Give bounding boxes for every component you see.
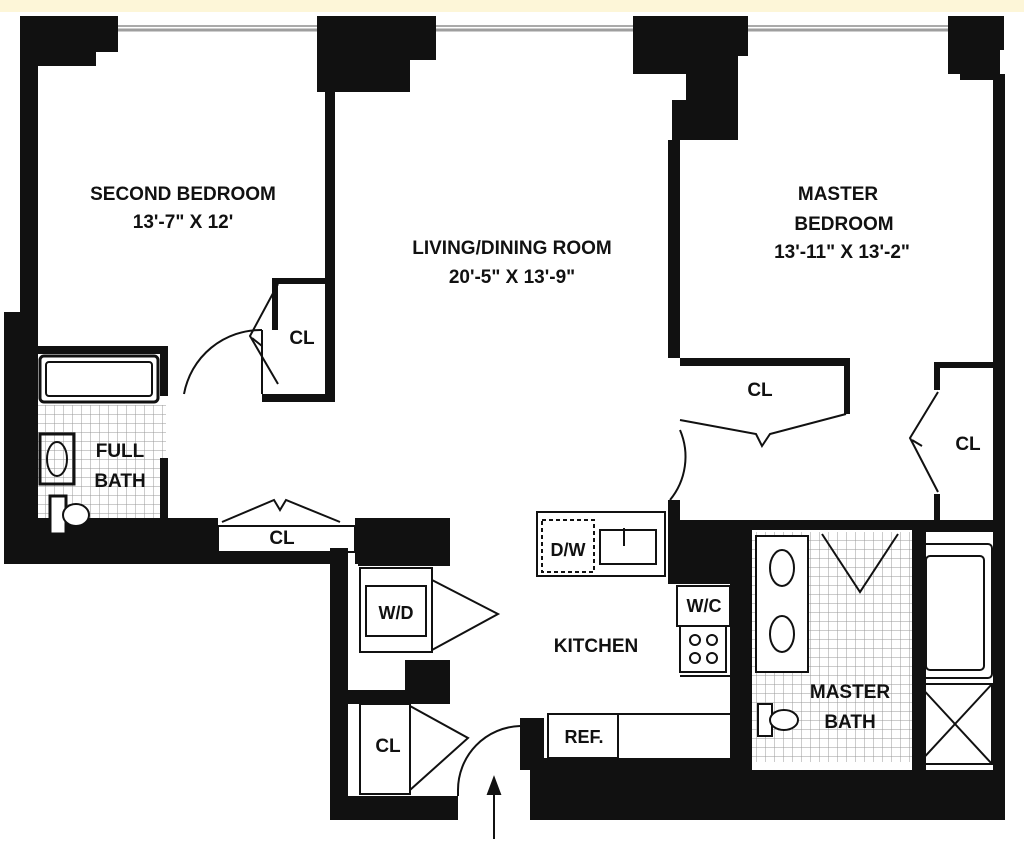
fixtures [38, 283, 993, 796]
closet-label-master-side: CL [955, 434, 981, 455]
pier-4 [948, 16, 1004, 80]
master-bedroom-dimensions: 13'-11" X 13'-2" [774, 242, 910, 263]
master-bath-label-2: BATH [824, 712, 875, 733]
hall-closet [217, 525, 356, 553]
master-bedroom-label-2: BEDROOM [794, 214, 893, 235]
living-dining-label: LIVING/DINING ROOM [412, 238, 612, 259]
master-shower [917, 683, 993, 765]
master-bedroom-door [669, 429, 687, 501]
second-bedroom-dimensions: 13'-7" X 12' [133, 212, 233, 233]
lower-closet [359, 703, 411, 795]
living-dining-dimensions: 20'-5" X 13'-9" [449, 267, 575, 288]
walls [4, 16, 1005, 820]
refrigerator [547, 713, 619, 759]
full-bath-label-2: BATH [94, 471, 145, 492]
entry-arrow [486, 775, 502, 839]
master-side-closet-door [908, 391, 939, 493]
wall-cabinet-label: W/C [687, 596, 722, 616]
dishwasher-counter [536, 511, 666, 577]
closet-label-hall: CL [269, 528, 295, 549]
room-labels: SECOND BEDROOM 13'-7" X 12' LIVING/DININ… [90, 184, 981, 757]
dishwasher-label: D/W [551, 540, 586, 560]
pier-2 [317, 16, 436, 92]
closet-label-entry: CL [375, 736, 401, 757]
master-bedroom-label-1: MASTER [798, 184, 879, 205]
pier-3 [633, 16, 748, 140]
master-bath-vanity [755, 535, 809, 673]
closet-label-second-bedroom: CL [289, 328, 315, 349]
full-bath-sink [38, 432, 76, 486]
closet-label-master: CL [747, 380, 773, 401]
top-band [0, 0, 1024, 12]
master-bath-tub [917, 543, 993, 679]
master-closet-door [679, 413, 847, 448]
second-bedroom-closet-door [248, 283, 279, 385]
pier-1 [20, 16, 118, 74]
kitchen-sink [599, 529, 657, 565]
full-bath-tub [38, 354, 160, 404]
master-bath-label-1: MASTER [810, 682, 891, 703]
kitchen-label: KITCHEN [554, 636, 638, 657]
washer-dryer-label: W/D [379, 603, 414, 623]
second-bedroom-door [183, 328, 263, 395]
stove [679, 625, 727, 673]
washer-dryer [359, 567, 433, 653]
second-bedroom-label: SECOND BEDROOM [90, 184, 276, 205]
entry-door [457, 725, 521, 796]
refrigerator-label: REF. [564, 727, 603, 747]
full-bath-label-1: FULL [96, 441, 145, 462]
